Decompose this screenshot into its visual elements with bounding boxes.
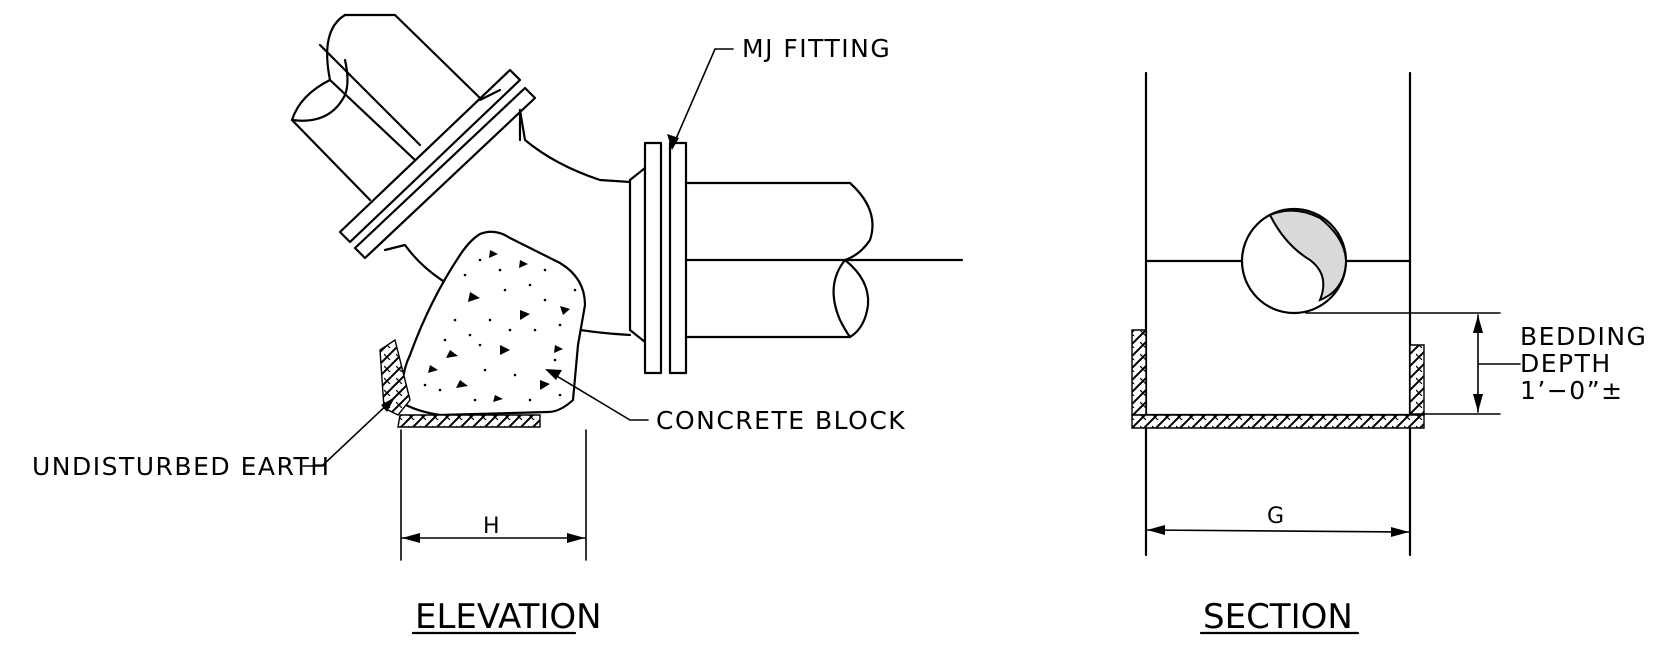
section-view: BEDDING DEPTH 1’−0”± G SECTION <box>1131 71 1647 637</box>
dimension-g-label: G <box>1267 504 1284 529</box>
bedding-depth-label-line1: BEDDING <box>1520 322 1647 351</box>
concrete-block <box>401 230 587 417</box>
concrete-block-leader <box>545 369 649 421</box>
pipe-cross-section <box>1240 207 1348 315</box>
bedding-depth-dimension <box>1305 312 1521 415</box>
mj-fitting-leader <box>667 48 734 150</box>
bedding-depth-label-line3: 1’−0”± <box>1520 376 1624 405</box>
diagonal-pipe <box>290 13 482 202</box>
horizontal-pipe <box>684 181 964 339</box>
concrete-stipple <box>423 250 577 402</box>
section-earth-hatch <box>1131 329 1425 429</box>
undisturbed-earth-leader <box>302 397 395 467</box>
elevation-view: MJ FITTING CONCRETE BLOCK UNDISTURBED EA… <box>32 13 964 637</box>
mj-fitting <box>628 141 688 375</box>
dimension-g <box>1146 525 1410 537</box>
mj-fitting-label: MJ FITTING <box>742 34 891 63</box>
elevation-title: ELEVATION <box>415 597 602 637</box>
dimension-h <box>400 429 587 561</box>
section-title: SECTION <box>1203 597 1353 637</box>
undisturbed-earth-hatch <box>379 338 541 428</box>
bedding-depth-label-line2: DEPTH <box>1520 349 1612 378</box>
diagonal-pipe-flanges <box>338 68 537 260</box>
undisturbed-earth-label: UNDISTURBED EARTH <box>32 452 331 481</box>
dimension-h-label: H <box>483 514 500 539</box>
concrete-block-label: CONCRETE BLOCK <box>656 406 906 435</box>
